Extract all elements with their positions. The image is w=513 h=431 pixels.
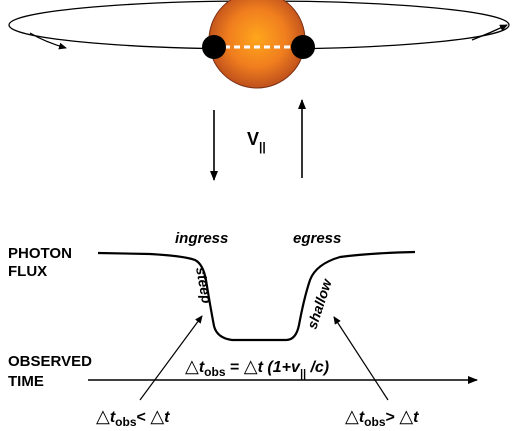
photon-flux-label-line1: PHOTON (8, 245, 72, 262)
observed-time-label-line1: OBSERVED (8, 353, 92, 370)
velocity-label: V|| (247, 129, 266, 154)
relation-ingress: △tobs< △t (96, 406, 170, 429)
orbit-arrow-right (471, 24, 508, 41)
ingress-label: ingress (175, 230, 228, 247)
steep-label: steep (193, 266, 215, 305)
time-dilation-equation: △tobs = △t (1+v|| /c) (185, 356, 329, 380)
planet-egress (291, 35, 315, 59)
pointer-ingress (139, 315, 203, 401)
observed-time-label-line2: TIME (8, 373, 44, 390)
planet-ingress (202, 35, 226, 59)
pointer-egress (333, 316, 389, 401)
orbit-arrow-left (29, 32, 67, 50)
relation-egress: △tobs> △t (345, 406, 419, 429)
photon-flux-label-line2: FLUX (8, 263, 47, 280)
light-curve (97, 250, 416, 342)
egress-label: egress (293, 230, 341, 247)
